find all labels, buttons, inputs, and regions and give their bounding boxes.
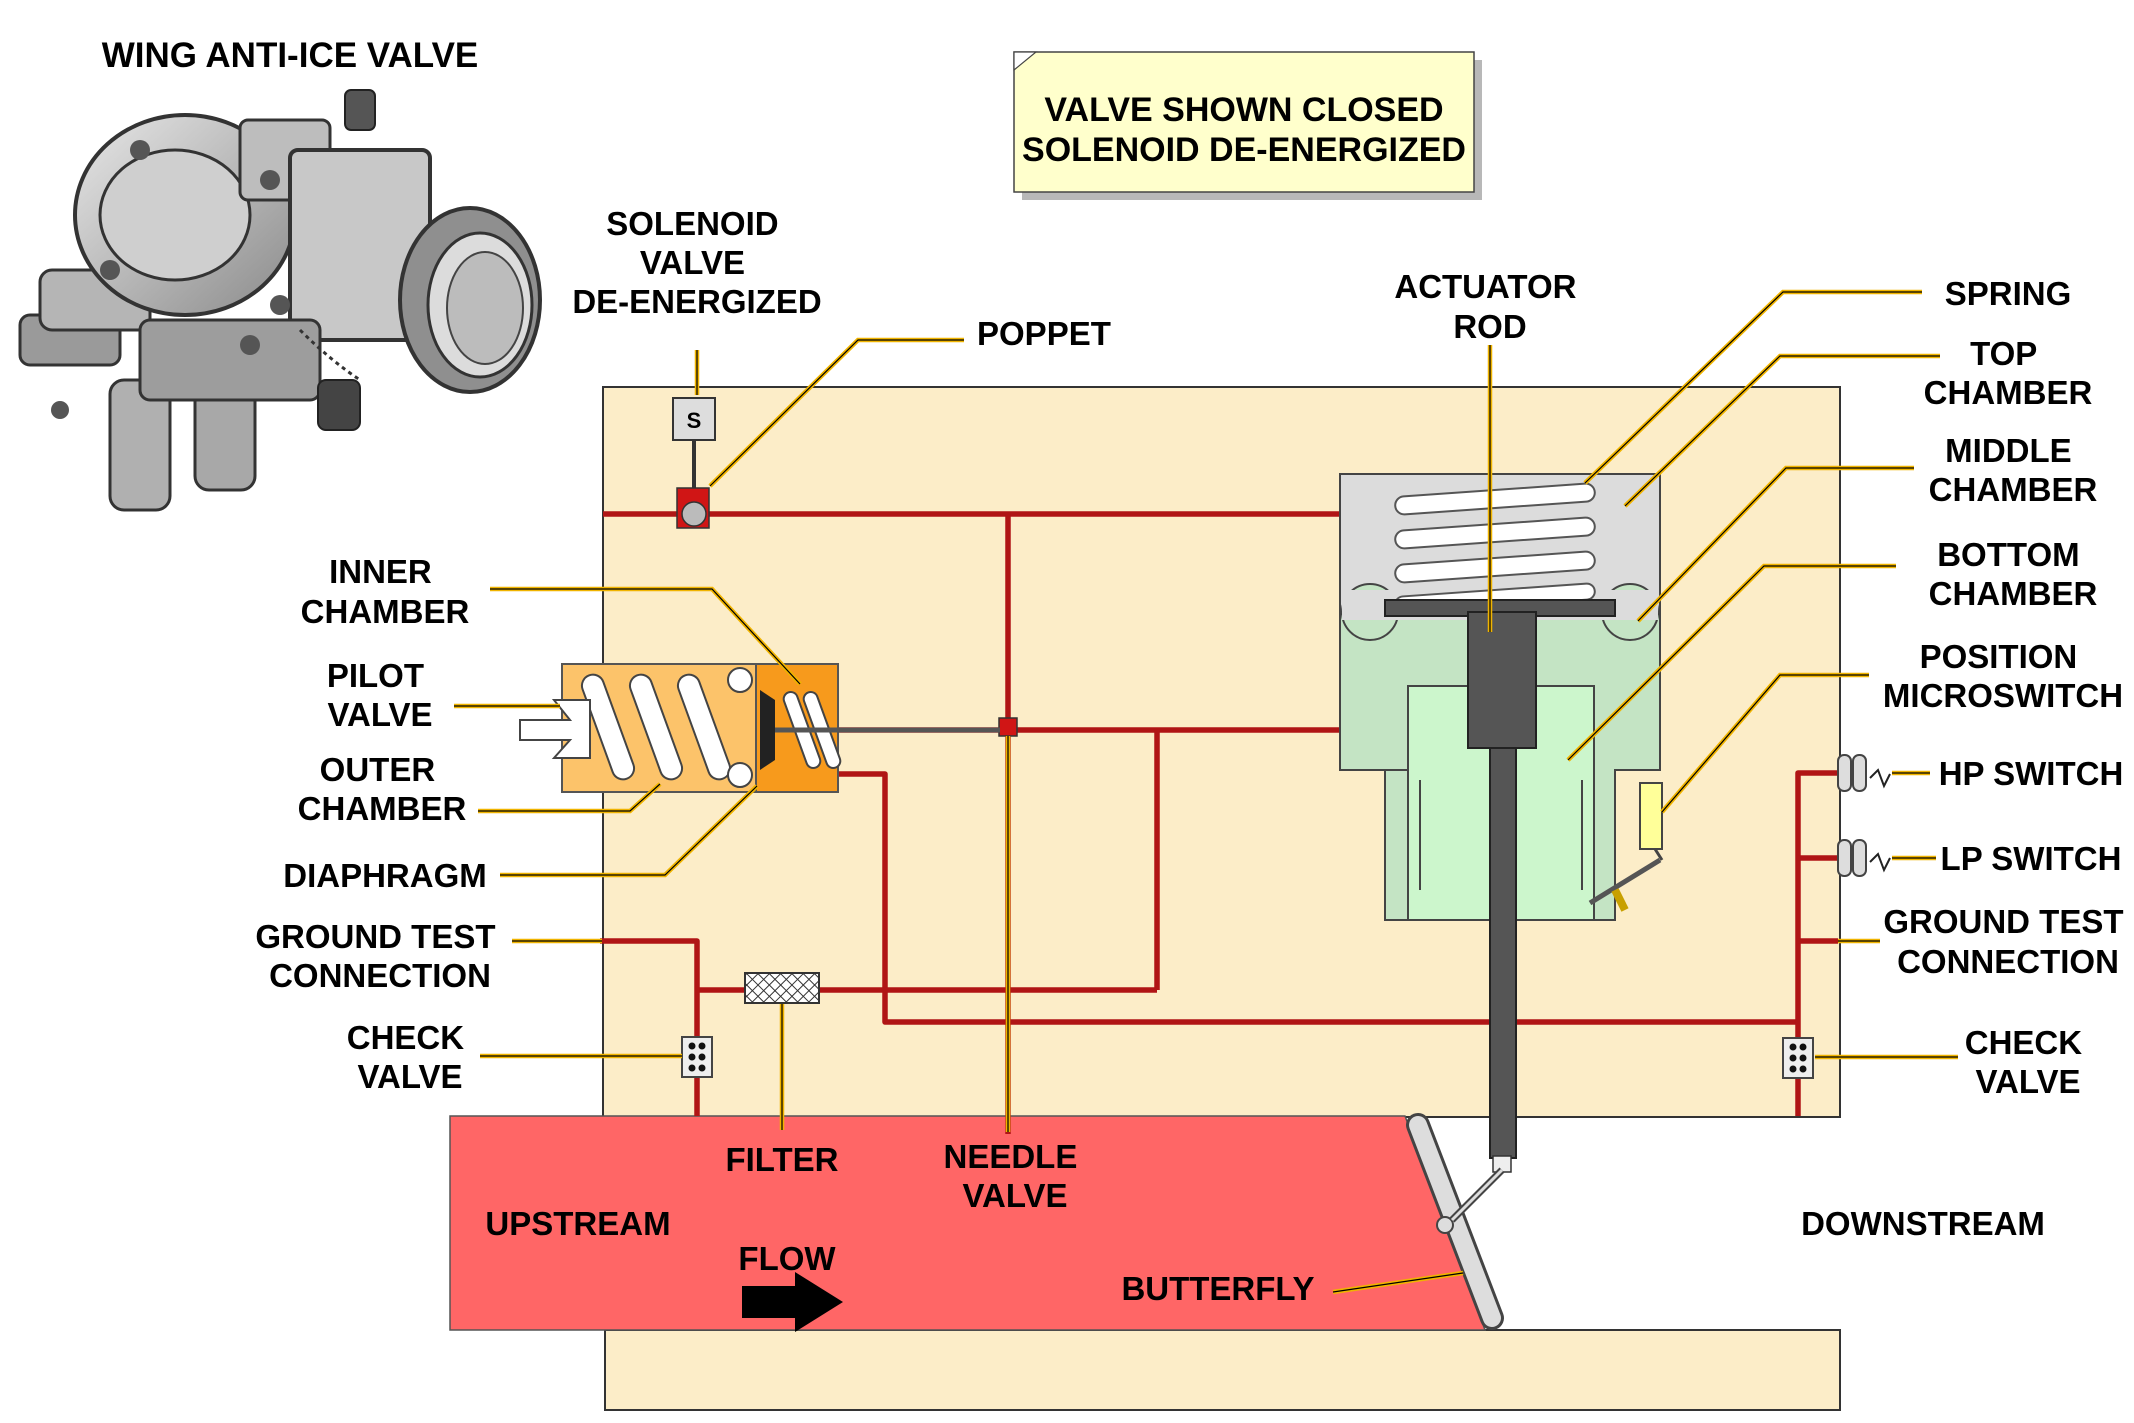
needle-valve-junction	[998, 717, 1018, 737]
outer-chamber-label: OUTER CHAMBER	[298, 751, 467, 827]
position-microswitch-icon	[1588, 782, 1664, 912]
flow-arrow-icon	[742, 1272, 843, 1332]
poppet-ball-icon	[681, 501, 707, 527]
solenoid-valve-label: SOLENOID VALVE DE-ENERGIZED	[572, 205, 821, 320]
actuator-piston	[1467, 611, 1537, 749]
solenoid-symbol: S	[687, 408, 702, 433]
butterfly-valve	[1406, 1113, 1505, 1330]
diaphragm-label: DIAPHRAGM	[283, 857, 487, 894]
middle-chamber-label: MIDDLE CHAMBER	[1929, 432, 2098, 508]
downstream-label: DOWNSTREAM	[1801, 1205, 2045, 1242]
pilot-valve-label: PILOT VALVE	[327, 657, 433, 733]
ground-test-left-label: GROUND TEST CONNECTION	[255, 918, 504, 994]
spring-label: SPRING	[1945, 275, 2072, 312]
lp-switch-label: LP SWITCH	[1941, 840, 2122, 877]
note-line-2: SOLENOID DE-ENERGIZED	[1022, 131, 1466, 169]
filter-icon	[744, 972, 820, 1004]
pilot-valve	[519, 663, 1000, 793]
actuator-rod	[1489, 747, 1517, 1159]
top-chamber-label: TOP CHAMBER	[1924, 335, 2093, 411]
hp-switch-icon	[1837, 754, 1891, 792]
bottom-chamber-label: BOTTOM CHAMBER	[1929, 536, 2098, 612]
poppet-label: POPPET	[977, 315, 1111, 352]
inner-chamber-label: INNER CHAMBER	[301, 553, 470, 630]
needle-valve-label: NEEDLE VALVE	[943, 1138, 1086, 1214]
actuator-rod-label: ACTUATOR ROD	[1394, 268, 1585, 345]
diagram-title: WING ANTI-ICE VALVE	[102, 36, 479, 75]
lp-switch-icon	[1837, 839, 1891, 877]
duct-lower-housing	[604, 1329, 1841, 1411]
note-line-1: VALVE SHOWN CLOSED	[1044, 91, 1443, 129]
butterfly-label: BUTTERFLY	[1121, 1270, 1314, 1307]
leader-lines	[454, 289, 1958, 1295]
solenoid-valve: S	[672, 397, 716, 529]
check-valve-right-label: CHECK VALVE	[1965, 1024, 2092, 1100]
upstream-label: UPSTREAM	[485, 1205, 670, 1242]
position-microswitch-label: POSITION MICROSWITCH	[1883, 638, 2123, 714]
upstream-duct	[449, 1115, 1487, 1331]
check-valve-left-label: CHECK VALVE	[347, 1019, 474, 1095]
check-valve-left-icon	[681, 1036, 713, 1078]
status-note-box: VALVE SHOWN CLOSED SOLENOID DE-ENERGIZED	[1013, 51, 1482, 200]
flow-label: FLOW	[738, 1240, 836, 1277]
check-valve-right-icon	[1782, 1037, 1814, 1079]
actuator	[1339, 460, 1661, 1173]
solenoid-box-icon	[672, 397, 716, 441]
filter-label: FILTER	[725, 1141, 838, 1178]
ground-test-right-label: GROUND TEST CONNECTION	[1883, 903, 2132, 980]
valve-unit-illustration	[18, 89, 542, 512]
hp-switch-label: HP SWITCH	[1939, 755, 2124, 792]
